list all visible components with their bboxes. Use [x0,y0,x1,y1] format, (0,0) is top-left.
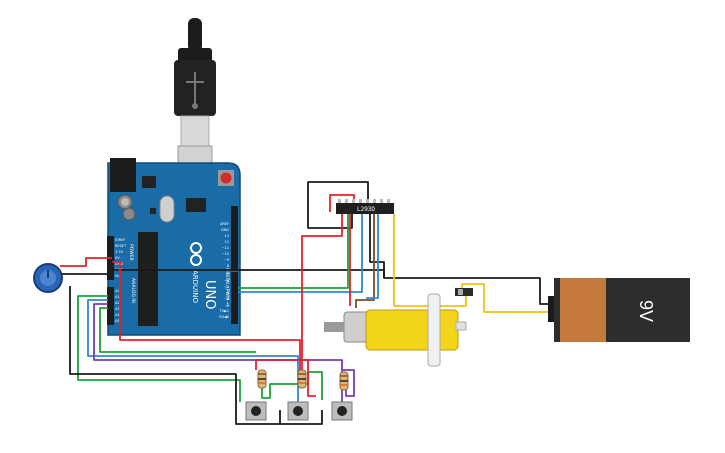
slide-switch[interactable] [455,288,473,296]
power-pin-label: 5V [115,256,120,260]
wire-blue[interactable] [366,214,379,299]
button-2[interactable] [287,401,309,421]
digital-pin-label: GND [221,228,229,232]
arduino-infinity-logo-icon [190,242,202,266]
digital-pin-label: ~5 [224,285,229,289]
battery-label: 9V [636,300,656,322]
arduino-uno-board[interactable]: ARDUINO UNO DIGITAL (PWM ~) ANALOG IN PO… [107,158,241,336]
wire-red[interactable] [60,257,112,267]
digital-pin-label: 8 [227,264,229,268]
power-pin-label: IOREF [115,238,125,242]
resistor-1[interactable] [257,369,267,389]
usb-plug-icon [186,72,204,109]
l293d-driver-ic[interactable]: L293D [336,199,394,214]
digital-pin-label: 13 [225,234,229,238]
9v-battery[interactable]: 9V [548,278,690,342]
wire-green[interactable] [261,371,323,400]
button-1[interactable] [245,401,267,421]
wire-green[interactable] [99,307,256,353]
wire-blue[interactable] [238,214,363,293]
power-jack [110,158,136,192]
power-header-label: POWER [128,244,134,261]
analog-header[interactable] [107,287,114,325]
wire-brown[interactable] [355,214,375,308]
board-brand: ARDUINO [191,270,199,303]
analog-pin-label: A2 [115,301,120,305]
analog-pin-label: A0 [115,289,120,293]
board-model: UNO [202,280,217,309]
digital-pin-label: ~3 [224,297,229,301]
wire-green[interactable] [77,295,241,402]
wire-red[interactable] [301,214,343,376]
wire-black[interactable] [369,214,385,278]
ic-label: L293D [357,206,375,213]
analog-pin-label: A1 [115,295,120,299]
digital-pin-label: 4 [227,291,230,295]
digital-pin-label: RX◀0 [219,315,229,319]
power-pin-label: Vin [115,274,121,278]
wire-black[interactable] [307,181,369,203]
usb-cable[interactable] [174,18,216,187]
digital-header-label: DIGITAL (PWM ~) [224,268,230,307]
digital-pin-label: AREF [220,222,229,226]
digital-pin-label: 12 [225,240,229,244]
resistor-2[interactable] [297,369,307,389]
wire-purple[interactable] [342,369,355,397]
digital-header-top[interactable] [231,206,238,270]
wire-black[interactable] [307,198,353,229]
analog-pin-label: A5 [115,319,120,323]
wire-yellow[interactable] [461,283,552,313]
dc-gear-motor[interactable] [324,293,467,367]
digital-pin-label: ~11 [222,246,229,250]
wire-red[interactable] [255,359,316,397]
analog-pin-label: A4 [115,313,120,317]
digital-pin-label: ~9 [224,258,229,262]
potentiometer[interactable] [33,263,63,293]
power-pin-label: RESET [115,244,127,248]
button-3[interactable] [331,401,353,421]
resistor-3[interactable] [339,371,349,391]
digital-pin-label: ~6 [224,279,229,283]
wire-black[interactable] [69,286,323,425]
digital-header-bottom[interactable] [231,272,238,324]
digital-pin-label: ~10 [222,252,229,256]
wire-red[interactable] [112,261,301,370]
power-pin-label: 3.3V [115,250,124,254]
analog-pin-label: A3 [115,307,120,311]
analog-header-label: ANALOG IN [130,278,136,303]
wire-green[interactable] [238,214,349,289]
digital-pin-label: 2 [227,303,229,307]
digital-pin-label: 7 [227,273,229,277]
microcontroller-chip [138,232,158,326]
wire-black[interactable] [108,269,548,305]
digital-pin-label: TX▶1 [219,309,229,313]
